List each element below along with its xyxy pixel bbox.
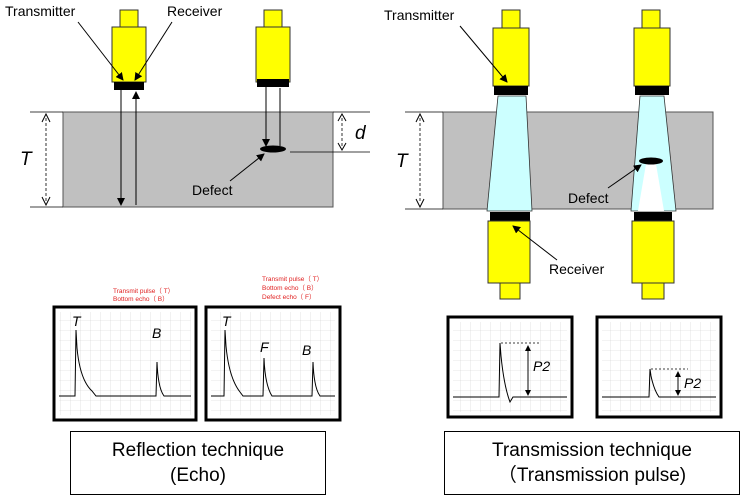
label-receiver-right: Receiver xyxy=(549,261,605,277)
caption-reflection-line-2: (Echo) xyxy=(170,465,226,486)
waveform-2 xyxy=(211,329,335,397)
label-transmitter-left: Transmitter xyxy=(5,3,76,19)
defect-left xyxy=(260,145,286,153)
reflection-section: Transmitter Receiver Defect T d Transmit… xyxy=(5,3,370,422)
transmitter-probe-1 xyxy=(492,9,530,95)
legend-2-line-1: Transmit pulse（ T） xyxy=(262,275,323,283)
transmission-section: Transmitter Receiver Defect T P2 xyxy=(384,7,723,419)
caption-reflection: Reflection technique (Echo) xyxy=(70,431,326,495)
pointer-receiver-right xyxy=(512,225,558,261)
peak-label-bottom-1: B xyxy=(152,325,161,341)
label-thickness-left: T xyxy=(20,149,33,170)
oscilloscope-4: P2 xyxy=(595,315,723,419)
pointer-receiver-left xyxy=(134,21,173,81)
label-thickness-right: T xyxy=(396,151,409,172)
probe-left-transceiver xyxy=(111,9,147,90)
legend-2-line-3: Defect echo（ F） xyxy=(262,293,315,301)
test-material-left xyxy=(62,111,334,208)
legend-2-line-2: Bottom echo（ B） xyxy=(262,284,318,292)
transmitter-probe-2 xyxy=(633,9,671,95)
label-defect-left: Defect xyxy=(192,182,233,198)
caption-reflection-line-1: Reflection technique xyxy=(111,440,285,461)
pointer-transmitter-left xyxy=(77,21,124,81)
waveform-4 xyxy=(602,368,716,398)
peak-label-transmit-2: T xyxy=(222,313,232,329)
receiver-probe-2 xyxy=(631,212,675,300)
oscilloscope-1: T B xyxy=(52,305,198,422)
legend-1-line-1: Transmit pulse（ T） xyxy=(113,287,174,295)
receiver-probe-1 xyxy=(487,212,531,300)
beam-shadow xyxy=(638,164,664,211)
peak-label-bottom-2: B xyxy=(302,342,311,358)
probe-right-transceiver xyxy=(255,9,291,87)
peak-label-transmit-1: T xyxy=(72,313,82,329)
oscilloscope-3: P2 xyxy=(446,315,574,419)
legend-scope-1: Transmit pulse（ T） Bottom echo（ B） xyxy=(113,287,174,303)
label-defect-right: Defect xyxy=(568,190,609,206)
legend-scope-2: Transmit pulse（ T） Bottom echo（ B） Defec… xyxy=(262,275,323,301)
caption-transmission-line-1: Transmission technique xyxy=(492,440,692,461)
amplitude-label-3: P2 xyxy=(533,358,550,374)
label-depth: d xyxy=(355,123,367,144)
peak-label-defect-2: F xyxy=(260,339,270,355)
pointer-defect-left xyxy=(229,153,265,182)
pointer-transmitter-right xyxy=(459,25,508,83)
amplitude-label-4: P2 xyxy=(684,375,701,391)
label-receiver-left: Receiver xyxy=(167,3,223,19)
caption-transmission-line-2: （Transmission pulse) xyxy=(497,465,687,486)
pointer-defect-right xyxy=(607,164,642,189)
defect-right xyxy=(639,157,663,165)
waveform-3 xyxy=(453,342,567,404)
caption-transmission: Transmission technique （Transmission pul… xyxy=(444,431,740,495)
beam-right xyxy=(630,95,677,212)
waveform-1 xyxy=(59,329,191,397)
oscilloscope-2: T F B xyxy=(204,305,342,422)
legend-1-line-2: Bottom echo（ B） xyxy=(113,295,169,303)
beam-left xyxy=(486,95,533,212)
label-transmitter-right: Transmitter xyxy=(384,7,455,23)
